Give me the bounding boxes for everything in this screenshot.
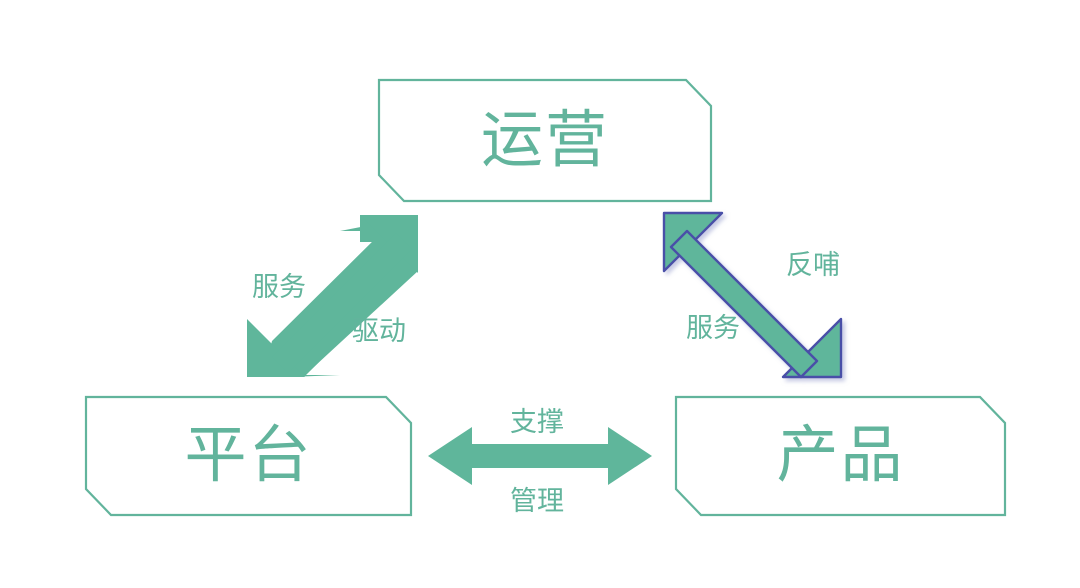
node-operations[interactable]: 运营 [378, 79, 712, 202]
node-platform[interactable]: 平台 [85, 396, 412, 516]
node-product[interactable]: 产品 [675, 396, 1006, 516]
node-product-label: 产品 [776, 421, 905, 490]
node-operations-label: 运营 [480, 105, 609, 175]
edge-label-platform-product-manage: 管理 [510, 486, 564, 516]
arrow-platform-product [428, 427, 652, 485]
arrow-operations-product [662, 211, 843, 379]
edge-label-platform-operations-service: 服务 [252, 272, 306, 302]
node-platform-label: 平台 [184, 421, 313, 490]
arrow-platform-operations [247, 215, 418, 377]
edge-label-operations-product-service: 服务 [686, 313, 740, 343]
edge-label-operations-product-feedback: 反哺 [786, 250, 840, 280]
edge-label-platform-operations-drive: 驱动 [352, 316, 406, 346]
edge-label-platform-product-support: 支撑 [510, 407, 564, 437]
